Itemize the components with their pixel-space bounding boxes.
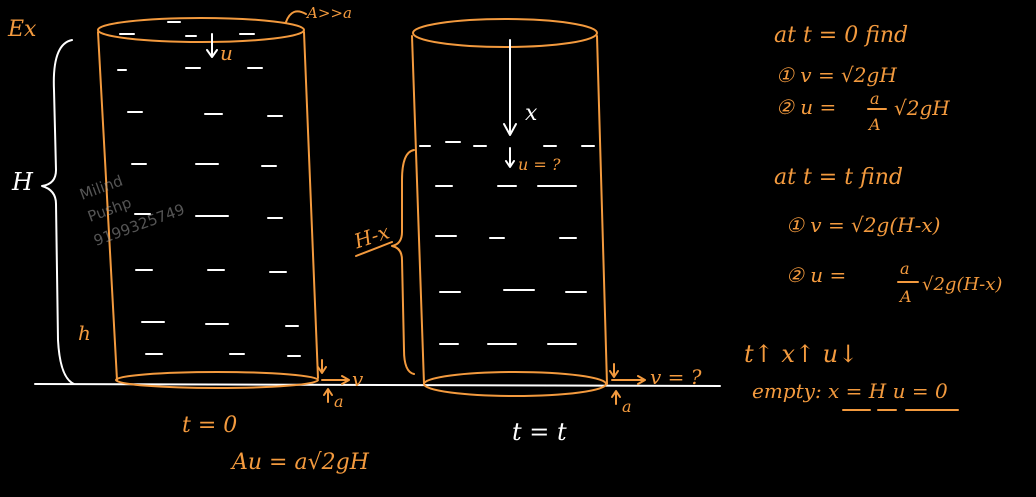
h-label: H xyxy=(11,168,34,196)
right-tank-left-wall xyxy=(411,35,425,385)
left-tank-base xyxy=(115,371,319,389)
right-tank-right-wall xyxy=(596,35,608,385)
note-tt-item1: ① v = √2g(H-x) xyxy=(786,213,940,237)
hx-label: h xyxy=(78,321,91,345)
left-time-label: t = 0 xyxy=(182,413,237,438)
continuity-eq: Au = a√2gH xyxy=(230,450,370,475)
right-tank-top-rim xyxy=(412,18,598,48)
note-t0-item1: ① v = √2gH xyxy=(776,63,897,87)
left-tank-left-wall xyxy=(97,31,118,381)
note-t0-item2-den: A xyxy=(867,115,881,134)
right-tank-base xyxy=(423,371,607,397)
note-tt-item2-num: a xyxy=(900,259,910,278)
note-empty: empty: x = H u = 0 xyxy=(752,379,948,403)
note-t0-heading: at t = 0 find xyxy=(774,23,908,48)
left-v-label: v xyxy=(352,367,364,391)
right-tank-water-dashes xyxy=(419,141,595,345)
right-u-label: u = ? xyxy=(518,155,561,174)
right-tank xyxy=(411,18,646,405)
right-v-label: v = ? xyxy=(650,365,702,389)
right-x-label: x xyxy=(525,101,538,126)
left-tank xyxy=(97,10,350,403)
right-a-label: a xyxy=(622,397,632,416)
note-t0-item2-rhs: √2gH xyxy=(894,96,950,120)
note-tt-item2-rhs: √2g(H-x) xyxy=(922,274,1002,295)
area-condition-label: A>>a xyxy=(305,4,352,22)
h-brace xyxy=(41,39,75,385)
note-trend: t↑ x↑ u↓ xyxy=(744,340,858,368)
left-tank-water-dashes xyxy=(117,21,301,357)
h-minus-x-brace xyxy=(391,149,415,375)
note-t0-item2-num: a xyxy=(870,89,880,108)
area-pointer-curve xyxy=(285,10,307,23)
h-minus-x-label: H-x xyxy=(350,219,392,253)
left-u-label: u xyxy=(220,41,233,65)
left-tank-top-rim xyxy=(97,17,305,43)
note-tt-item2-lhs: ② u = xyxy=(786,263,846,287)
ex-label: Ex xyxy=(7,17,37,42)
note-tt-item2-den: A xyxy=(898,287,912,306)
left-a-label: a xyxy=(334,392,344,411)
underline-h-minus-x xyxy=(355,241,393,257)
right-time-label: t = t xyxy=(512,418,567,446)
left-tank-right-wall xyxy=(303,31,319,379)
note-t0-item2-lhs: ② u = xyxy=(776,95,836,119)
note-tt-heading: at t = t find xyxy=(774,165,903,190)
